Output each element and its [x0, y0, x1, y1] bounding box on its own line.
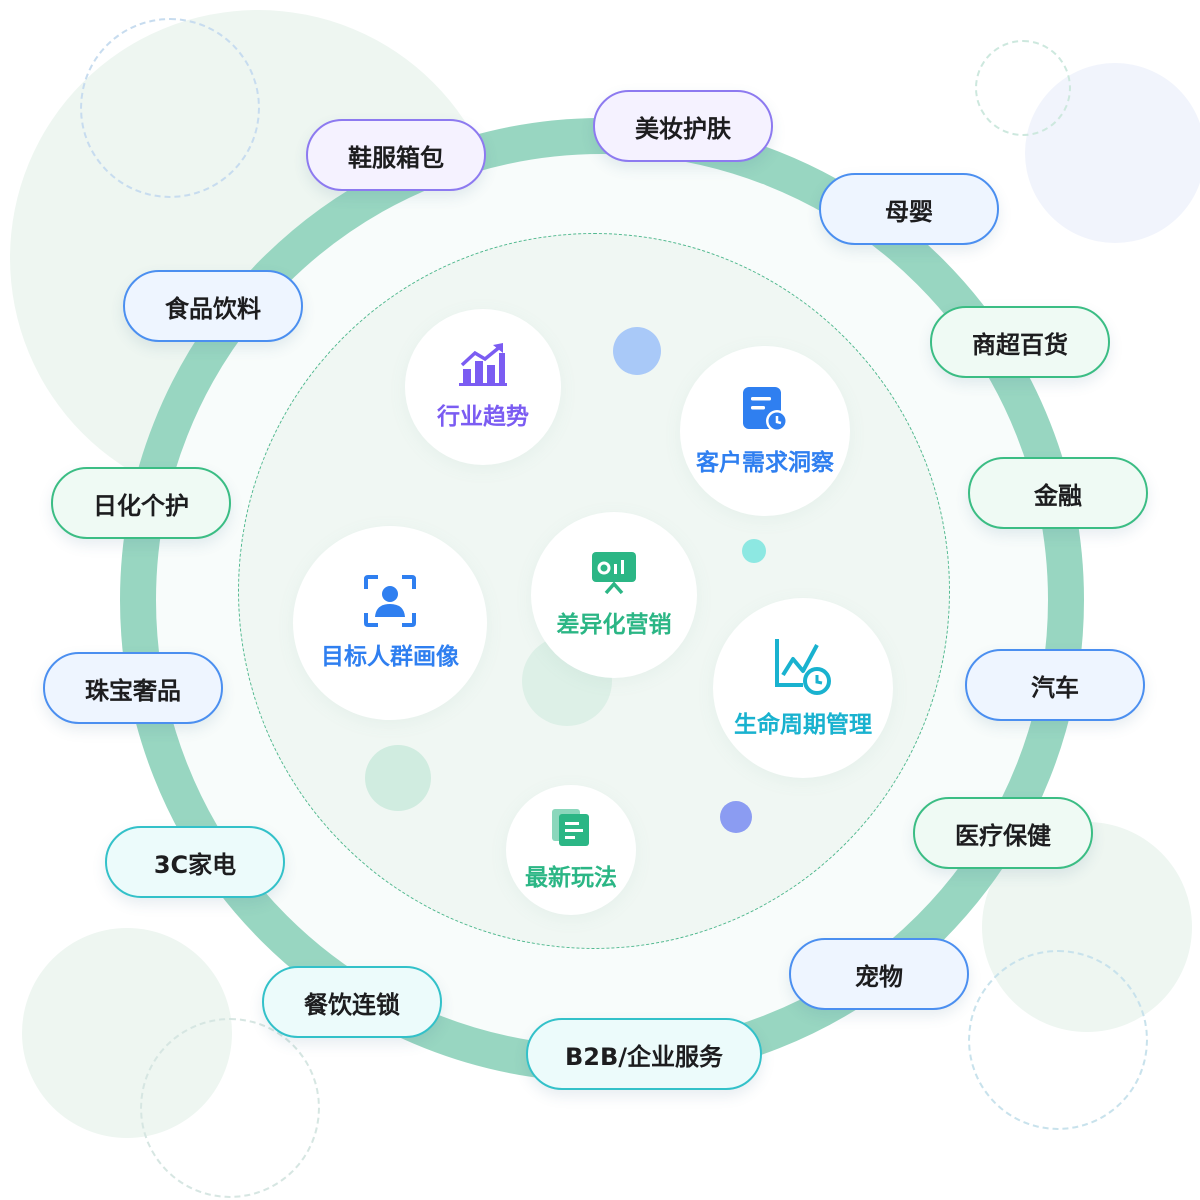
- feature-label: 差异化营销: [556, 612, 672, 638]
- inner-dashed-circle: [238, 233, 950, 949]
- decorative-dot: [742, 539, 766, 563]
- presentation-board-icon: [592, 552, 636, 595]
- industry-pill[interactable]: 3C家电: [105, 826, 285, 898]
- feature-lifecycle-management[interactable]: 生命周期管理: [713, 598, 893, 778]
- dashed-circle-decoration: [975, 40, 1071, 136]
- chart-clock-icon: [775, 639, 831, 695]
- feature-customer-insight[interactable]: 客户需求洞察: [680, 346, 850, 516]
- document-clock-icon: [743, 387, 788, 432]
- industry-pill[interactable]: 医疗保健: [913, 797, 1093, 869]
- industry-pill[interactable]: B2B/企业服务: [526, 1018, 762, 1090]
- decorative-dot: [613, 327, 661, 375]
- industry-pill[interactable]: 宠物: [789, 938, 969, 1010]
- feature-target-audience[interactable]: 目标人群画像: [293, 526, 487, 720]
- industry-pill[interactable]: 商超百货: [930, 306, 1110, 378]
- industry-pill[interactable]: 金融: [968, 457, 1148, 529]
- user-focus-icon: [364, 575, 416, 627]
- industry-pill[interactable]: 美妆护肤: [593, 90, 773, 162]
- feature-label: 行业趋势: [437, 404, 529, 430]
- feature-label: 目标人群画像: [321, 644, 459, 670]
- industry-pill[interactable]: 食品饮料: [123, 270, 303, 342]
- feature-new-playbook[interactable]: 最新玩法: [506, 785, 636, 915]
- file-stack-icon: [552, 809, 589, 846]
- feature-differentiated-marketing[interactable]: 差异化营销: [531, 512, 697, 678]
- decorative-dot: [365, 745, 431, 811]
- rising-chart-icon: [459, 343, 507, 386]
- dashed-circle-decoration: [968, 950, 1148, 1130]
- industry-pill[interactable]: 汽车: [965, 649, 1145, 721]
- industry-pill[interactable]: 珠宝奢品: [43, 652, 223, 724]
- feature-industry-trend[interactable]: 行业趋势: [405, 309, 561, 465]
- feature-label: 客户需求洞察: [696, 450, 834, 476]
- industry-pill[interactable]: 鞋服箱包: [306, 119, 486, 191]
- industry-pill[interactable]: 日化个护: [51, 467, 231, 539]
- industry-pill[interactable]: 母婴: [819, 173, 999, 245]
- feature-label: 最新玩法: [525, 865, 617, 891]
- industry-pill[interactable]: 餐饮连锁: [262, 966, 442, 1038]
- dashed-circle-decoration: [140, 1018, 320, 1198]
- feature-label: 生命周期管理: [734, 712, 872, 738]
- decorative-dot: [720, 801, 752, 833]
- dashed-circle-decoration: [80, 18, 260, 198]
